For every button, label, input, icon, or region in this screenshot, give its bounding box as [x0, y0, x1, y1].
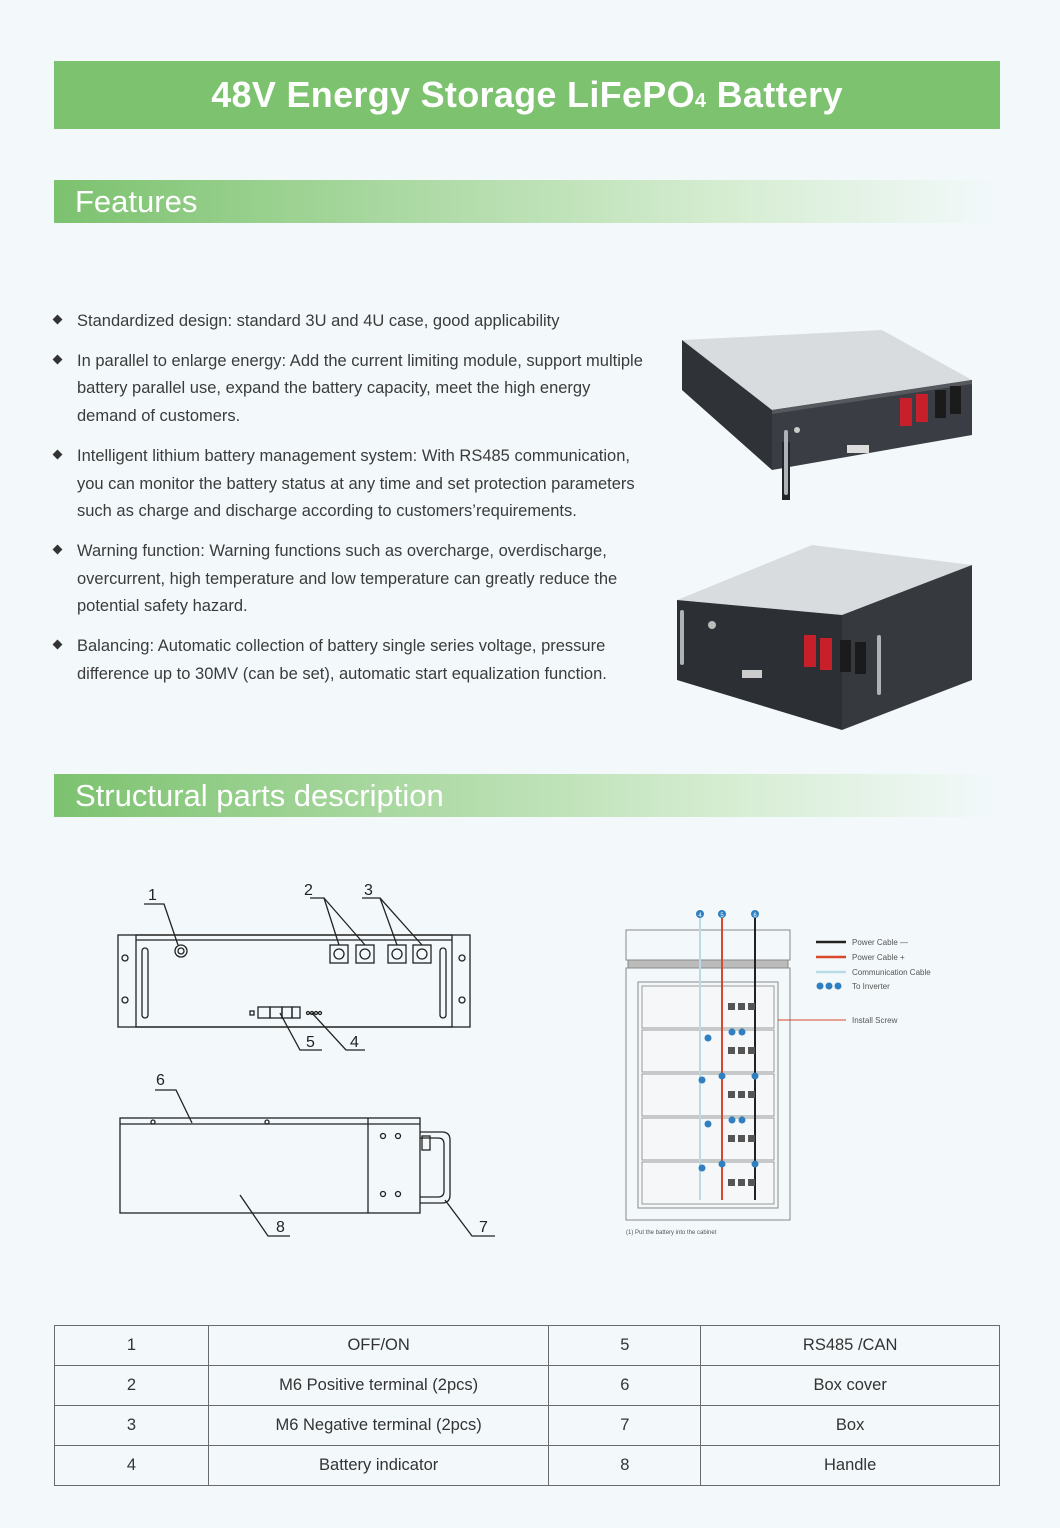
feature-item: In parallel to enlarge energy: Add the c…	[52, 348, 654, 431]
features-list: Standardized design: standard 3U and 4U …	[52, 308, 654, 700]
features-section-header: Features	[54, 180, 1000, 223]
label-2: 2	[304, 882, 313, 899]
label-1: 1	[148, 887, 157, 904]
feature-item: Intelligent lithium battery management s…	[52, 443, 654, 526]
battery-3u-image	[672, 330, 982, 505]
badge-5: 5	[720, 913, 724, 919]
label-8: 8	[276, 1219, 285, 1236]
legend-power-pos: Power Cable +	[852, 953, 905, 962]
label-3: 3	[364, 882, 373, 899]
title-banner: 48V Energy Storage LiFePO4 Battery	[54, 61, 1000, 129]
structural-heading: Structural parts description	[75, 778, 444, 813]
legend-comm: Communication Cable	[852, 968, 931, 977]
feature-item: Standardized design: standard 3U and 4U …	[52, 308, 654, 336]
structural-section-header: Structural parts description	[54, 774, 1000, 817]
features-heading: Features	[75, 184, 198, 219]
badge-6: 6	[753, 913, 757, 919]
feature-item: Warning function: Warning functions such…	[52, 538, 654, 621]
legend-power-neg: Power Cable —	[852, 938, 908, 947]
page-title: 48V Energy Storage LiFePO4 Battery	[211, 74, 843, 115]
label-6: 6	[156, 1072, 165, 1089]
label-5: 5	[306, 1034, 315, 1051]
battery-front-side-drawing: 1 2 3 4 5 6 7 8	[100, 870, 510, 1250]
label-7: 7	[479, 1219, 488, 1236]
feature-item: Balancing: Automatic collection of batte…	[52, 633, 654, 688]
battery-4u-image	[672, 540, 982, 735]
cabinet-wiring-drawing: Power Cable — Power Cable + Communicatio…	[610, 900, 970, 1245]
legend-inverter: To Inverter	[852, 982, 890, 991]
legend-install: Install Screw	[852, 1016, 898, 1025]
badge-4: 4	[698, 913, 702, 919]
drawing-caption: (1) Put the battery into the cabinet	[626, 1230, 717, 1236]
label-4: 4	[350, 1034, 359, 1051]
